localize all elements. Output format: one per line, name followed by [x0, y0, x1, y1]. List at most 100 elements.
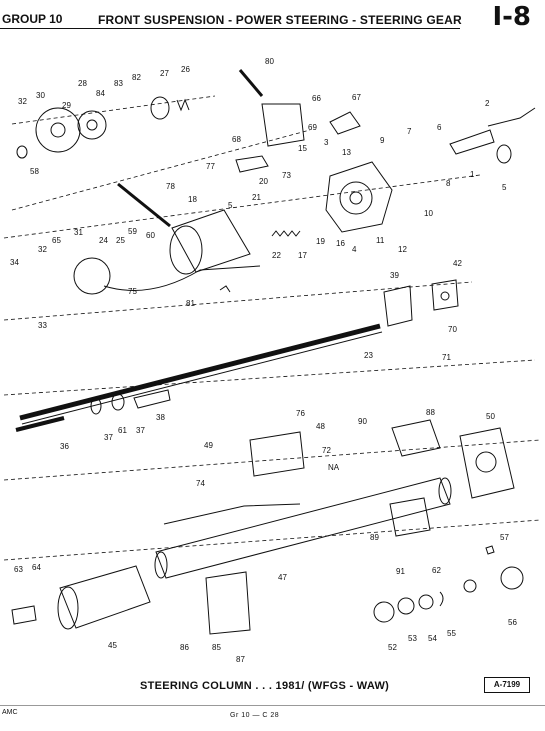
callout-label: 23: [364, 351, 373, 360]
callout-label: 55: [447, 629, 456, 638]
callout-label: 76: [296, 409, 305, 418]
callout-label: 86: [180, 643, 189, 652]
part-17-spring: [271, 230, 301, 237]
callout-label: 5: [228, 201, 233, 210]
part-62: [463, 579, 477, 593]
part-30-plate: [35, 107, 81, 153]
callout-label: 19: [316, 237, 325, 246]
part-2-wire: [487, 107, 536, 127]
callout-label: 70: [448, 325, 457, 334]
callout-label: 16: [336, 239, 345, 248]
part-27: [150, 96, 170, 120]
callout-label: 10: [424, 209, 433, 218]
part-26-spring: [176, 98, 190, 112]
header-rule: [0, 28, 460, 29]
callout-label: 5: [502, 183, 507, 192]
callout-label: 3: [324, 138, 329, 147]
callout-label: 61: [118, 426, 127, 435]
callout-label: 37: [136, 426, 145, 435]
part-66-bracket: [261, 103, 305, 147]
callout-label: 87: [236, 655, 245, 664]
callout-label: 12: [398, 245, 407, 254]
callout-label: 91: [396, 567, 405, 576]
part-52: [373, 601, 395, 623]
callout-label: 81: [186, 299, 195, 308]
callout-label: 78: [166, 182, 175, 191]
part-54: [418, 594, 434, 610]
header-title: FRONT SUSPENSION - POWER STEERING - STEE…: [98, 13, 462, 27]
part-58: [16, 145, 28, 159]
callout-label: 88: [426, 408, 435, 417]
callout-label: 29: [62, 101, 71, 110]
callout-label: 2: [485, 99, 490, 108]
callout-label: 90: [358, 417, 367, 426]
callout-label: 82: [132, 73, 141, 82]
callout-label: 62: [432, 566, 441, 575]
callout-label: 63: [14, 565, 23, 574]
callout-label: 39: [390, 271, 399, 280]
callout-label: 34: [10, 258, 19, 267]
part-78-lever: [117, 182, 171, 228]
callout-label: 33: [38, 321, 47, 330]
steering-column-exploded-diagram: 80 28 83 82 27 26 32 30 84 29 66 67 2 58…: [3, 57, 541, 664]
callout-label: 30: [36, 91, 45, 100]
callout-label: 7: [407, 127, 412, 136]
callout-label: NA: [328, 463, 340, 472]
part-18-cylinder: [171, 209, 251, 273]
part-36-spline: [15, 416, 65, 432]
callout-label: 25: [116, 236, 125, 245]
callout-label: 71: [442, 353, 451, 362]
callout-label: 4: [352, 245, 357, 254]
part-53: [397, 597, 415, 615]
callout-label: 66: [312, 94, 321, 103]
part-81: [219, 285, 231, 293]
callout-label: 49: [204, 441, 213, 450]
callout-label: 54: [428, 634, 437, 643]
callout-label: 17: [298, 251, 307, 260]
part-1: [449, 129, 495, 155]
callout-label: 32: [18, 97, 27, 106]
callout-label: 80: [265, 57, 274, 66]
callout-label: 8: [446, 179, 451, 188]
callout-label: 47: [278, 573, 287, 582]
part-31-plate: [73, 257, 111, 295]
callout-label: 53: [408, 634, 417, 643]
callout-label: 48: [316, 422, 325, 431]
callout-labels: 80 28 83 82 27 26 32 30 84 29 66 67 2 58…: [10, 57, 517, 664]
callout-label: 9: [380, 136, 385, 145]
callout-label: 21: [252, 193, 261, 202]
part-56: [500, 566, 524, 590]
part-28-hub: [77, 110, 107, 140]
callout-label: 56: [508, 618, 517, 627]
callout-label: 85: [212, 643, 221, 652]
callout-label: 18: [188, 195, 197, 204]
callout-label: 28: [78, 79, 87, 88]
callout-label: 83: [114, 79, 123, 88]
callout-label: 37: [104, 433, 113, 442]
figure-caption: STEERING COLUMN . . . 1981/ (WFGS - WAW): [140, 680, 390, 692]
callout-label: 20: [259, 177, 268, 186]
callout-label: 57: [500, 533, 509, 542]
callout-label: 13: [342, 148, 351, 157]
callout-label: 31: [74, 228, 83, 237]
part-57: [485, 545, 495, 555]
part-45-boot: [59, 565, 151, 629]
callout-label: 75: [128, 287, 137, 296]
footer-rule: [0, 705, 545, 706]
callout-label: 73: [282, 171, 291, 180]
callout-label: 15: [298, 144, 307, 153]
part-23-shaft: [19, 323, 381, 421]
callout-label: 38: [156, 413, 165, 422]
part-42: [431, 279, 459, 311]
callout-label: 27: [160, 69, 169, 78]
part-48-switch: [249, 431, 305, 477]
callout-label: 59: [128, 227, 137, 236]
callout-label: 69: [308, 123, 317, 132]
part-5-ring: [496, 144, 512, 164]
part-39-bracket: [383, 285, 413, 327]
part-80-lever: [238, 69, 264, 97]
callout-label: 36: [60, 442, 69, 451]
callout-label: 89: [370, 533, 379, 542]
footer-center: Gr 10 — C 28: [230, 712, 280, 719]
callout-label: 22: [272, 251, 281, 260]
